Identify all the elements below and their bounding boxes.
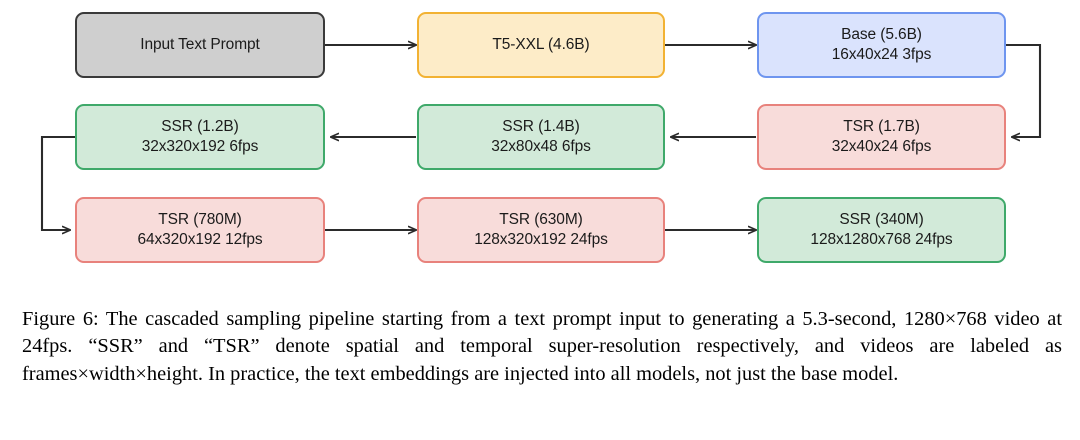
pipeline-diagram: Input Text Prompt T5-XXL (4.6B) Base (5.… <box>40 12 1042 263</box>
node-detail: 32x320x192 6fps <box>141 138 259 155</box>
node-ssr-1-2b[interactable]: SSR (1.2B) 32x320x192 6fps <box>75 104 325 170</box>
node-title: TSR (1.7B) <box>843 118 920 136</box>
node-title: TSR (780M) <box>158 211 242 229</box>
node-detail: 128x320x192 24fps <box>474 231 608 248</box>
node-title: SSR (1.2B) <box>161 118 239 136</box>
figure-caption: Figure 6: The cascaded sampling pipeline… <box>22 308 1062 385</box>
node-tsr-1-7b[interactable]: TSR (1.7B) 32x40x24 6fps <box>757 104 1006 170</box>
node-detail: 128x1280x768 24fps <box>810 231 953 248</box>
node-title: SSR (1.4B) <box>502 118 580 136</box>
node-ssr-340m[interactable]: SSR (340M) 128x1280x768 24fps <box>757 197 1006 263</box>
node-detail: 32x80x48 6fps <box>491 138 591 155</box>
node-ssr-1-4b[interactable]: SSR (1.4B) 32x80x48 6fps <box>417 104 665 170</box>
edge-base-to-tsr17 <box>1006 43 1042 137</box>
node-tsr-630m[interactable]: TSR (630M) 128x320x192 24fps <box>417 197 665 263</box>
node-t5-xxl[interactable]: T5-XXL (4.6B) <box>417 12 665 78</box>
node-title: T5-XXL (4.6B) <box>492 36 590 54</box>
node-title: SSR (340M) <box>839 211 924 229</box>
node-detail: 16x40x24 3fps <box>831 46 932 63</box>
node-detail: 32x40x24 6fps <box>831 138 932 155</box>
node-base[interactable]: Base (5.6B) 16x40x24 3fps <box>757 12 1006 78</box>
node-title: Base (5.6B) <box>841 26 922 44</box>
edge-ssr12-to-tsr780 <box>40 135 75 230</box>
node-title: TSR (630M) <box>499 211 583 229</box>
node-title: Input Text Prompt <box>140 36 260 54</box>
node-tsr-780m[interactable]: TSR (780M) 64x320x192 12fps <box>75 197 325 263</box>
node-input-text-prompt[interactable]: Input Text Prompt <box>75 12 325 78</box>
node-detail: 64x320x192 12fps <box>137 231 263 248</box>
